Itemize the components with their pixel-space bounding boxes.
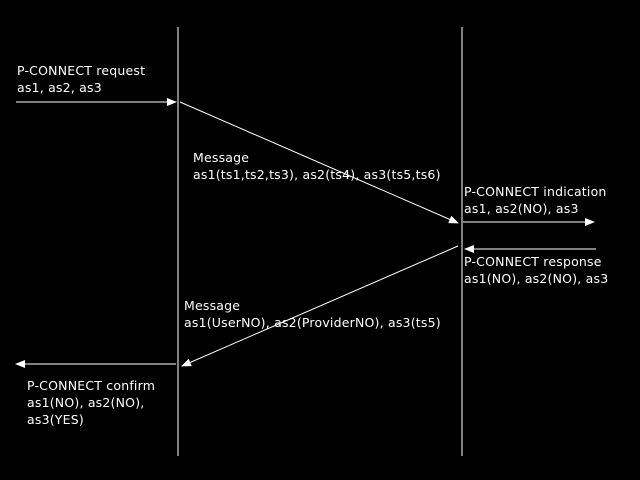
message-forward-params: as1(ts1,ts2,ts3), as2(ts4), as3(ts5,ts6) <box>193 167 441 182</box>
connect-confirm-label: P-CONNECT confirm as1(NO), as2(NO), as3(… <box>27 377 155 428</box>
connect-response-label: P-CONNECT response as1(NO), as2(NO), as3 <box>464 253 608 287</box>
message-forward-title: Message <box>193 150 250 165</box>
connect-indication-params: as1, as2(NO), as3 <box>464 201 579 216</box>
connect-request-params: as1, as2, as3 <box>17 80 102 95</box>
message-forward-arrow <box>179 101 459 224</box>
message-backward-arrow <box>181 245 459 367</box>
connect-indication-title: P-CONNECT indication <box>464 184 607 199</box>
connect-response-params: as1(NO), as2(NO), as3 <box>464 271 609 286</box>
connect-request-label: P-CONNECT request as1, as2, as3 <box>17 62 145 96</box>
connect-confirm-params-line2: as3(YES) <box>27 412 84 427</box>
message-backward-label: Message as1(UserNO), as2(ProviderNO), as… <box>184 297 441 331</box>
message-backward-title: Message <box>184 298 241 313</box>
connect-confirm-params-line1: as1(NO), as2(NO), <box>27 395 145 410</box>
message-forward-label: Message as1(ts1,ts2,ts3), as2(ts4), as3(… <box>193 149 441 183</box>
connect-confirm-title: P-CONNECT confirm <box>27 378 156 393</box>
connect-indication-label: P-CONNECT indication as1, as2(NO), as3 <box>464 183 607 217</box>
connect-response-title: P-CONNECT response <box>464 254 602 269</box>
connect-request-title: P-CONNECT request <box>17 63 146 78</box>
message-backward-params: as1(UserNO), as2(ProviderNO), as3(ts5) <box>184 315 441 330</box>
